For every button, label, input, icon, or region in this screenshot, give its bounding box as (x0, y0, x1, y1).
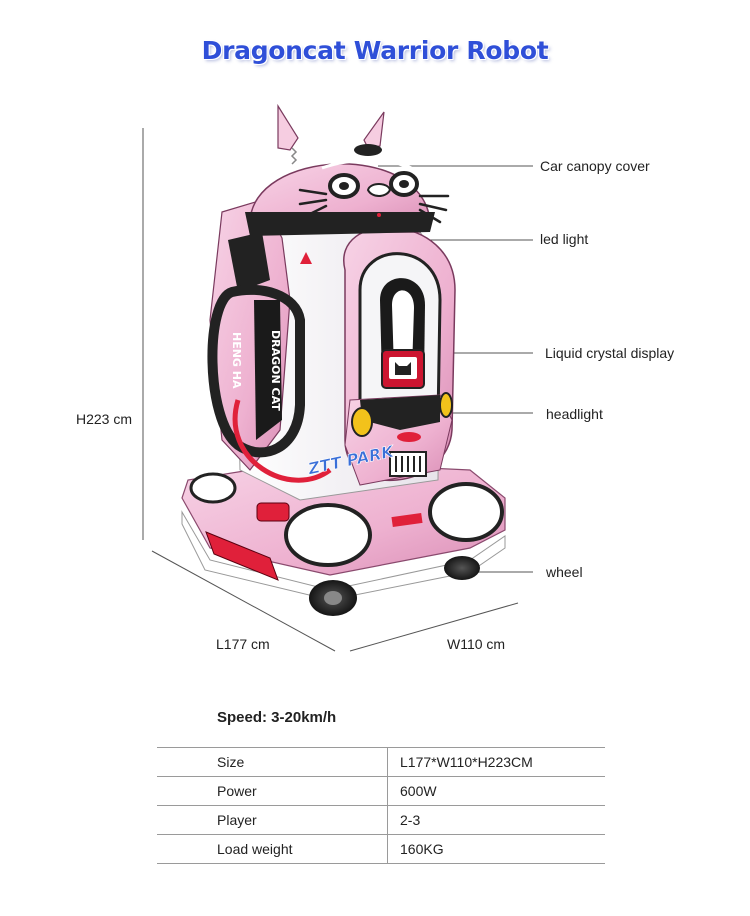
mid-red-light (256, 502, 290, 522)
length-line (151, 550, 336, 652)
headlight-right (439, 392, 453, 418)
mouth-dot (377, 213, 381, 217)
rear-light-strip (205, 531, 279, 581)
side-panel-dark (254, 300, 282, 440)
robot-car: DRAGON CAT HENG HA (181, 103, 506, 616)
nose-light (397, 432, 421, 442)
callout-led-light: led light (540, 231, 589, 247)
headlight-left (351, 407, 373, 437)
spec-label: Player (157, 805, 388, 835)
front-red-light (391, 512, 423, 528)
ear-left (277, 103, 299, 151)
bumper-pod-rear (189, 472, 237, 504)
side-ring (207, 284, 305, 458)
base-skirt (181, 510, 506, 601)
callout-canopy: Car canopy cover (540, 158, 650, 174)
grill-bars (395, 456, 421, 472)
product-illustration: DRAGON CAT HENG HA (142, 103, 533, 652)
face-black-mask (360, 395, 440, 430)
spec-value: 2-3 (387, 805, 605, 835)
callout-lcd: Liquid crystal display (545, 345, 675, 361)
spec-label: Size (157, 747, 388, 777)
callout-headlight: headlight (546, 406, 603, 422)
page-title: Dragoncat Warrior Robot (201, 36, 549, 65)
ear-right (363, 111, 385, 149)
side-arm-black-band (228, 232, 270, 292)
side-text-heng-ha: HENG HA (230, 332, 243, 389)
red-triangle-badge (300, 252, 312, 264)
eye-left-pupil (339, 182, 349, 190)
canopy-rim (245, 212, 435, 236)
whiskers (298, 188, 450, 224)
wheel-left-hub (324, 591, 342, 605)
callout-wheel: wheel (546, 564, 583, 580)
spec-value: L177*W110*H223CM (387, 747, 605, 777)
lcd-cat-face (395, 362, 411, 375)
dimension-lines (142, 128, 519, 652)
side-text-dragon-cat: DRAGON CAT (269, 330, 282, 411)
height-label: H223 cm (76, 411, 133, 427)
bumper-pod-right (428, 482, 504, 542)
spec-value: 600W (387, 776, 605, 806)
width-line (349, 602, 519, 652)
spec-label: Power (157, 776, 388, 806)
speed-text: Speed: 3-20km/h (217, 709, 337, 726)
eye-right-pupil (399, 180, 409, 188)
spec-label: Load weight (157, 834, 388, 864)
spec-value: 160KG (387, 834, 605, 864)
bumper-pod-left (284, 503, 372, 567)
width-label: W110 cm (447, 636, 506, 652)
wheel-right (444, 556, 480, 580)
nose (366, 183, 392, 197)
ear-spring (290, 147, 298, 165)
lower-ring (232, 399, 332, 483)
ear-base-right (354, 144, 382, 156)
length-label: L177 cm (216, 636, 270, 652)
